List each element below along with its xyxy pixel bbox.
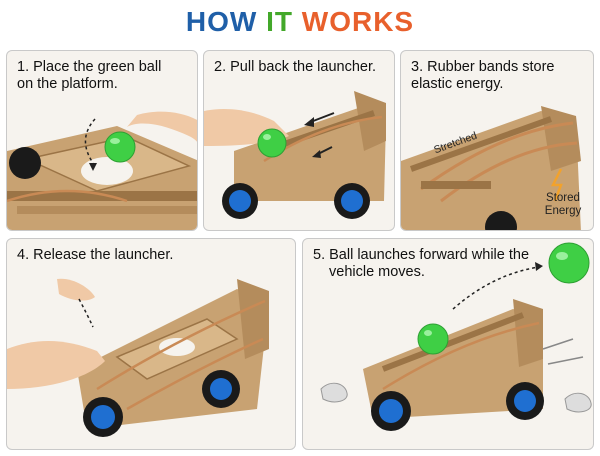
title-word-it: IT — [266, 6, 293, 37]
step-5-panel: 5. Ball launches forward while the vehic… — [302, 238, 594, 450]
step-4-caption-line1: 4. Release the launcher. — [17, 247, 174, 263]
step-3-illustration — [401, 106, 581, 230]
launcher-arm — [354, 91, 386, 151]
wheel-hub — [514, 390, 536, 412]
motion-line — [547, 356, 584, 365]
stored-energy-line2: Energy — [544, 205, 582, 217]
release-arrow-icon — [78, 298, 94, 328]
step-4-illustration — [7, 278, 269, 437]
rubber-band-2 — [126, 337, 264, 411]
step-4-panel: 4. Release the launcher. — [6, 238, 296, 450]
ball-highlight — [424, 330, 432, 336]
flying-ball-icon — [548, 242, 590, 284]
step-3-caption-line2: elastic energy. — [411, 76, 504, 92]
rubber-band — [7, 189, 128, 203]
dashed-arrow-icon — [84, 118, 96, 164]
step-5-caption: 5. Ball launches forward while the vehic… — [313, 247, 529, 281]
step-1-illustration — [7, 111, 197, 230]
rubber-band — [382, 321, 540, 391]
arrow-head-icon — [304, 117, 314, 127]
wheel-hub — [210, 378, 232, 400]
platform-hole — [159, 338, 195, 356]
lightning-icon — [550, 168, 563, 202]
stored-energy-label: Stored Energy — [536, 192, 590, 218]
ball-highlight — [110, 138, 120, 144]
frame-rail — [421, 181, 491, 189]
wheel-tire — [9, 147, 41, 179]
step-5-caption-line1: 5. Ball launches forward while the — [313, 247, 530, 263]
launcher-beam — [381, 312, 525, 372]
frame-slat — [17, 206, 197, 214]
step-5-caption-line2: vehicle moves. — [329, 264, 425, 280]
hand-icon — [127, 111, 197, 142]
title-word-how: HOW — [185, 6, 258, 37]
step-5-illustration — [320, 242, 592, 431]
wooden-frame — [401, 111, 581, 230]
green-ball-icon — [417, 323, 449, 355]
wheel-hub — [91, 405, 115, 429]
ball-highlight — [263, 134, 271, 140]
arrow-head-icon-2 — [312, 150, 321, 158]
wheel-hub — [229, 190, 251, 212]
dust-cloud-icon — [564, 392, 592, 413]
stretched-band-2 — [440, 141, 578, 203]
green-ball-icon — [257, 128, 287, 158]
wheel-tire — [485, 211, 517, 230]
rubber-band — [96, 299, 266, 391]
step-2-illustration — [204, 91, 386, 219]
step-1-panel: 1. Place the green ball on the platform. — [6, 50, 198, 231]
wooden-frame — [234, 106, 386, 201]
arrow-head-icon — [89, 163, 97, 171]
step-1-caption: 1. Place the green ball on the platform. — [17, 59, 161, 93]
step-1-caption-line2: on the platform. — [17, 76, 118, 92]
page-title: HOW IT WORKS — [0, 6, 600, 38]
green-ball-icon — [104, 131, 136, 163]
wheel-hub — [341, 190, 363, 212]
dust-cloud-icon — [320, 382, 348, 403]
stretched-band — [420, 121, 574, 191]
step-4-caption: 4. Release the launcher. — [17, 247, 173, 264]
wheel-hub — [379, 399, 403, 423]
ball-highlight — [556, 252, 568, 260]
hand-icon — [7, 340, 105, 389]
stored-energy-line1: Stored — [546, 192, 580, 204]
wooden-frame — [363, 309, 543, 419]
frame-rail — [7, 191, 197, 201]
step-2-panel: 2. Pull back the launcher. — [203, 50, 395, 231]
step-3-panel: 3. Rubber bands store elastic energy. St… — [400, 50, 594, 231]
step-1-caption-line1: 1. Place the green ball — [17, 59, 162, 75]
title-word-works: WORKS — [301, 6, 415, 37]
launcher-beam — [409, 116, 553, 172]
step-2-caption-line1: 2. Pull back the launcher. — [214, 59, 377, 75]
trajectory-arrow-icon — [452, 266, 540, 310]
arrow-head-icon — [535, 262, 543, 271]
step-3-caption-line1: 3. Rubber bands store — [411, 59, 555, 75]
step-2-caption: 2. Pull back the launcher. — [214, 59, 376, 76]
motion-line — [542, 338, 574, 350]
step-3-caption: 3. Rubber bands store elastic energy. — [411, 59, 554, 93]
finger-icon — [57, 278, 95, 301]
